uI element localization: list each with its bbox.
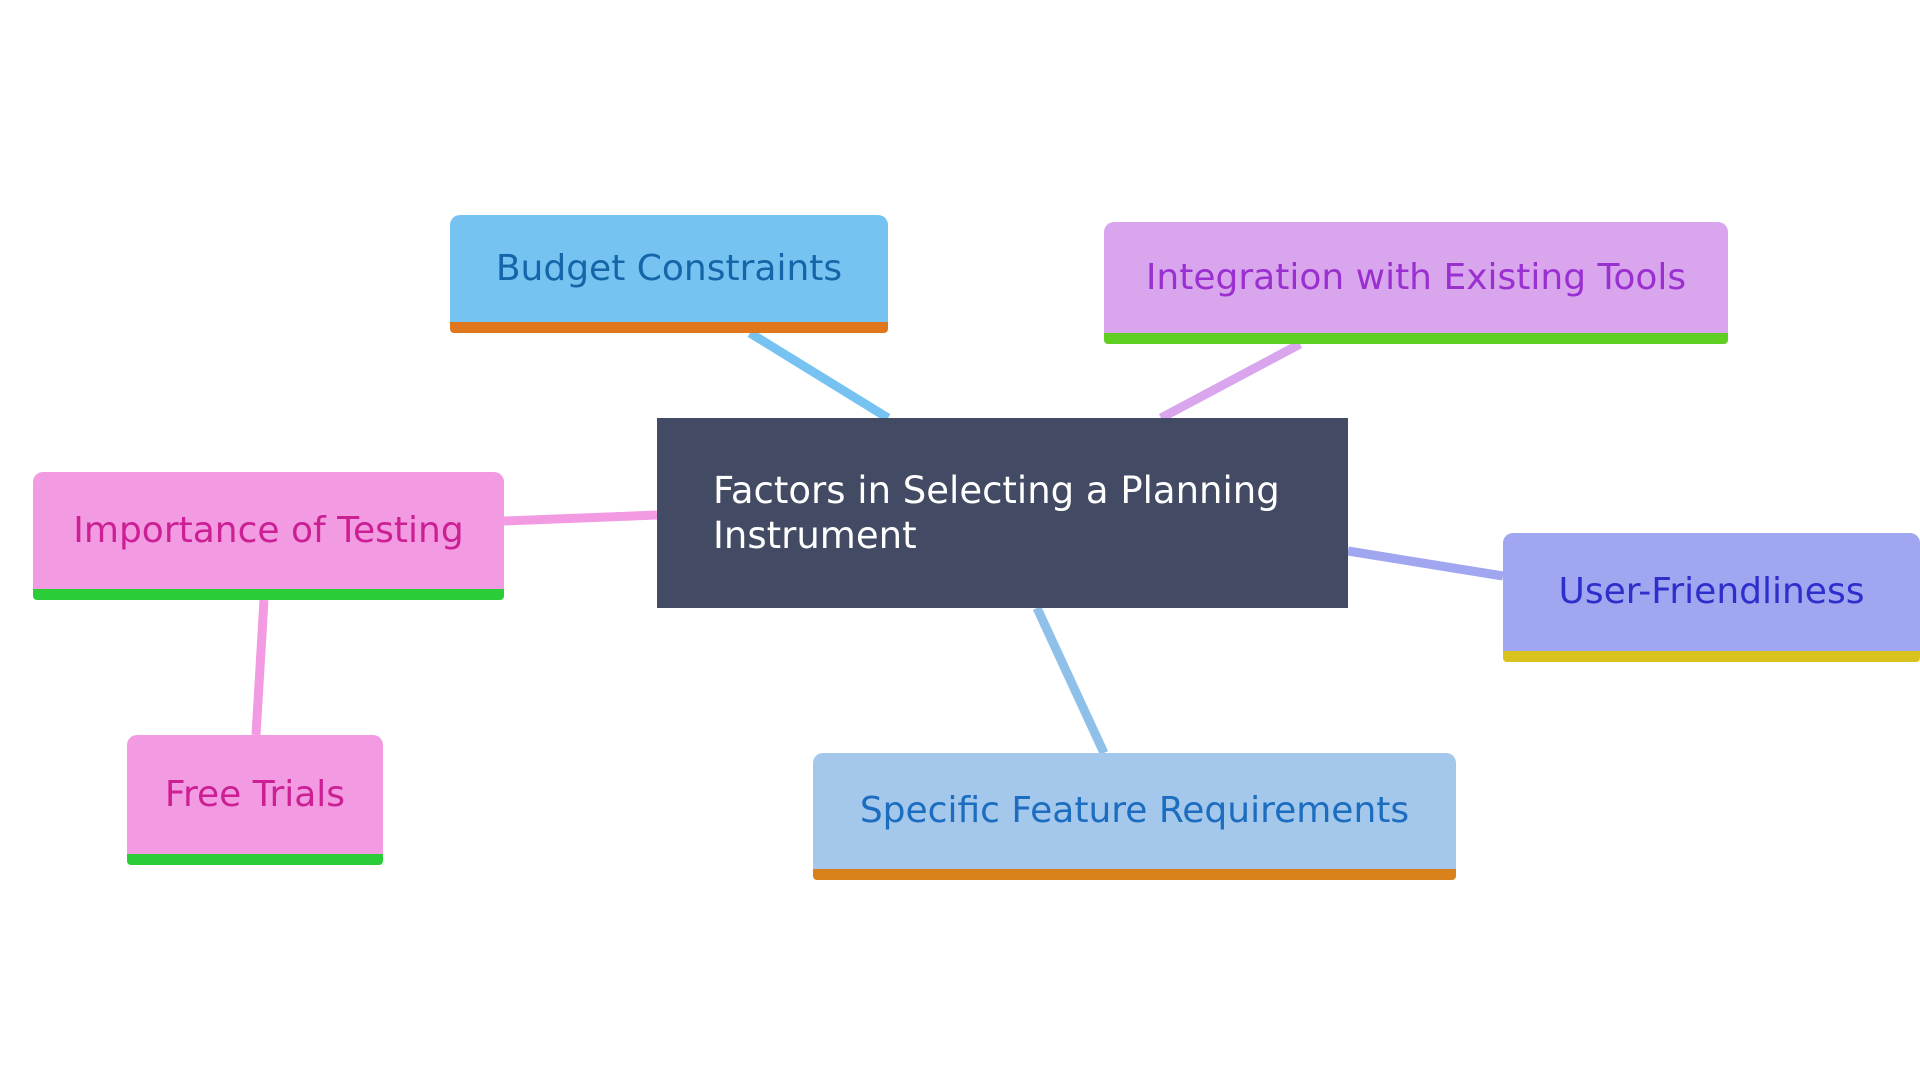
edge-budget-to-root	[747, 329, 891, 422]
node-user-friendliness-label: User-Friendliness	[1558, 571, 1865, 613]
node-free-trials-label: Free Trials	[164, 773, 346, 815]
node-importance-of-testing[interactable]: Importance of Testing	[33, 472, 504, 600]
edge-testing-to-free-trials	[251, 599, 269, 736]
root-node-label: Factors in Selecting a Planning Instrume…	[713, 468, 1280, 557]
node-integration-with-existing-tools[interactable]: Integration with Existing Tools	[1104, 222, 1728, 344]
edge-testing-to-root	[503, 510, 658, 526]
node-specific-feature-requirements-label: Specific Feature Requirements	[859, 790, 1410, 832]
node-importance-of-testing-label: Importance of Testing	[73, 509, 464, 551]
edge-root-to-user-friendliness	[1347, 546, 1504, 581]
node-user-friendliness[interactable]: User-Friendliness	[1503, 533, 1920, 662]
edge-integration-to-root	[1158, 340, 1303, 422]
node-integration-with-existing-tools-label: Integration with Existing Tools	[1145, 256, 1687, 298]
node-budget-constraints[interactable]: Budget Constraints	[450, 215, 888, 333]
node-specific-feature-requirements[interactable]: Specific Feature Requirements	[813, 753, 1456, 880]
node-free-trials[interactable]: Free Trials	[127, 735, 383, 865]
node-budget-constraints-label: Budget Constraints	[495, 247, 843, 289]
edge-root-to-features	[1032, 606, 1109, 755]
root-node[interactable]: Factors in Selecting a Planning Instrume…	[657, 418, 1348, 608]
